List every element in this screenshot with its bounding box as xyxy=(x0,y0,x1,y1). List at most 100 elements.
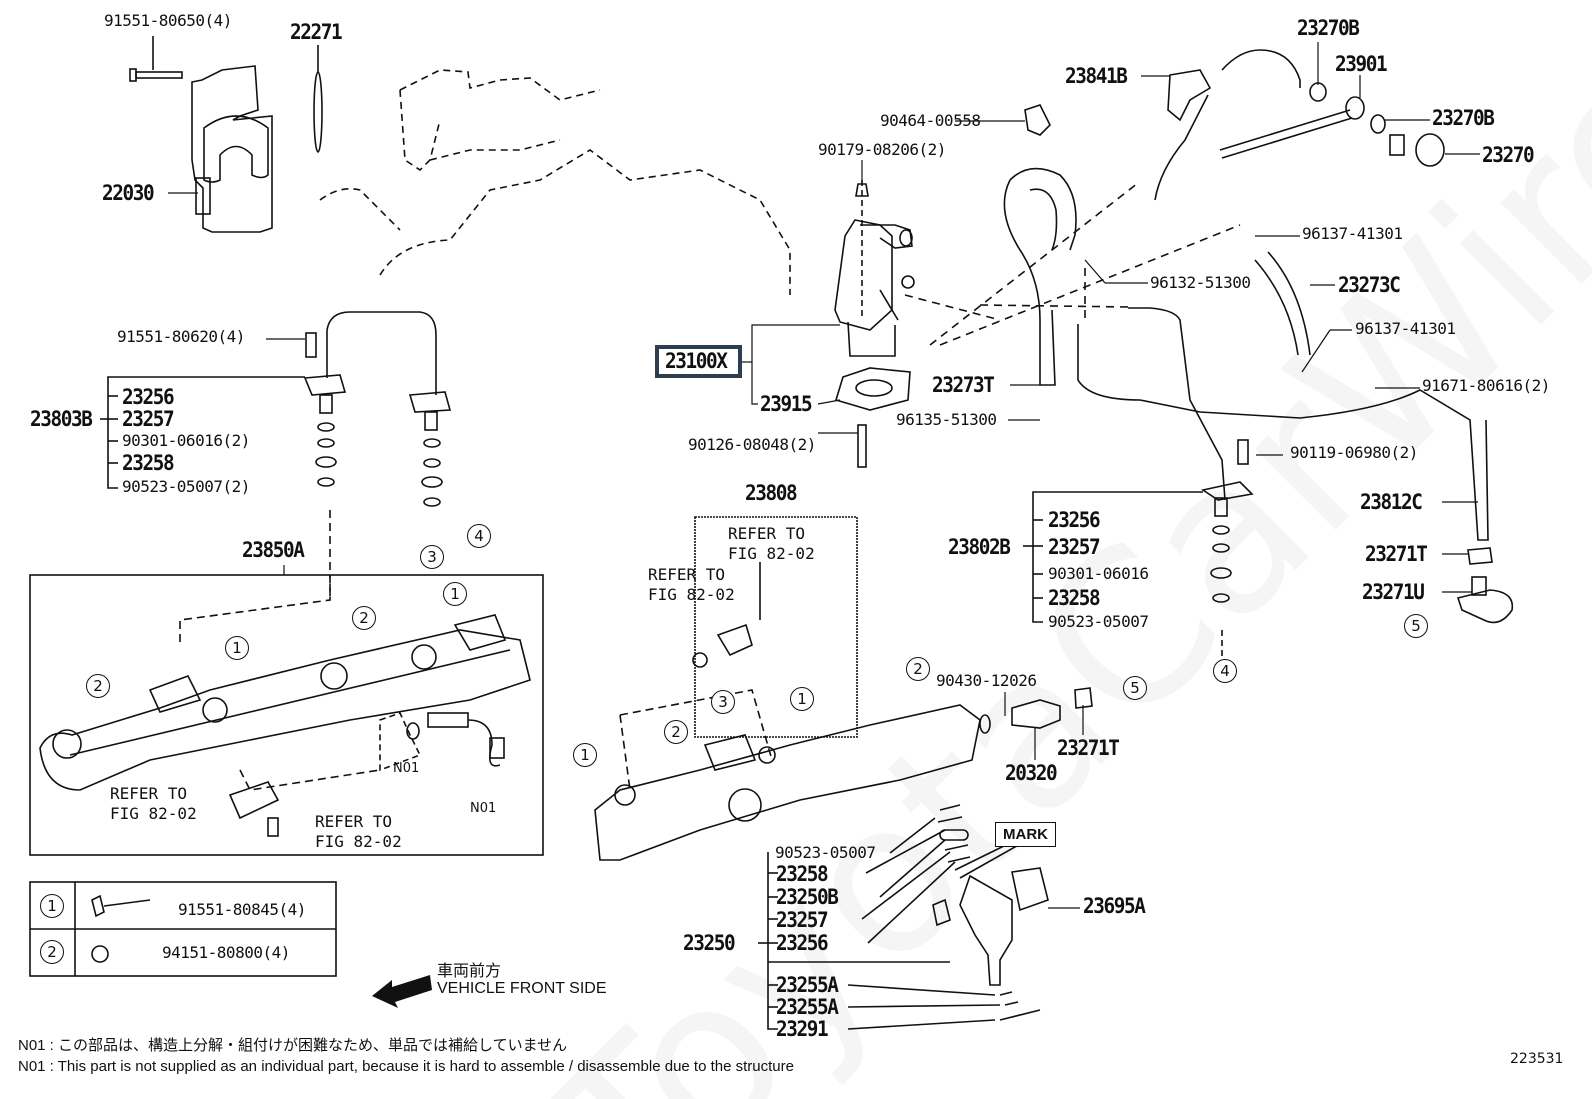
callout-3: 3 xyxy=(711,690,735,714)
label-91551-80620[interactable]: 91551-80620(4) xyxy=(117,327,245,346)
fuel-rail-lower xyxy=(594,689,981,861)
label-23850A[interactable]: 23850A xyxy=(242,538,305,562)
label-90179-08206[interactable]: 90179-08206(2) xyxy=(818,140,946,159)
callout-2: 2 xyxy=(86,674,110,698)
label-90119-06980[interactable]: 90119-06980(2) xyxy=(1290,443,1418,462)
label-20320[interactable]: 20320 xyxy=(1005,761,1058,785)
refer-to-label: REFER TO xyxy=(728,524,806,543)
relation-lines xyxy=(904,182,1241,346)
group-23250-item[interactable]: 23250B xyxy=(776,885,839,909)
label-90126-08048[interactable]: 90126-08048(2) xyxy=(688,435,816,454)
group-23802B-item[interactable]: 90301-06016 xyxy=(1048,564,1149,583)
label-91551-80650[interactable]: 91551-80650(4) xyxy=(104,11,232,30)
group-23250-item[interactable]: 23255A xyxy=(776,995,839,1019)
label-96137-41301-a[interactable]: 96137-41301 xyxy=(1302,224,1403,243)
legend-part-94151-80800[interactable]: 94151-80800(4) xyxy=(162,943,290,962)
label-23273T[interactable]: 23273T xyxy=(932,373,995,397)
callout-4: 4 xyxy=(467,524,491,548)
group-23250-item[interactable]: 90523-05007 xyxy=(775,843,876,862)
refer-fig-link[interactable]: FIG 82-02 xyxy=(648,585,735,604)
note-n01-en: N01 : This part is not supplied as an in… xyxy=(18,1058,794,1075)
oring-90430-12026 xyxy=(979,714,991,734)
mark-label: MARK xyxy=(995,822,1056,847)
group-23803B-item[interactable]: 90301-06016(2) xyxy=(122,431,250,450)
box-23808 xyxy=(694,516,858,738)
label-91671-80616[interactable]: 91671-80616(2) xyxy=(1422,376,1550,395)
clamp-90464-00558 xyxy=(1024,104,1051,136)
label-96137-41301-b[interactable]: 96137-41301 xyxy=(1355,319,1456,338)
legend-table-lines xyxy=(29,881,337,977)
callout-3: 3 xyxy=(420,545,444,569)
label-23271T-low[interactable]: 23271T xyxy=(1057,736,1120,760)
label-96132-51300[interactable]: 96132-51300 xyxy=(1150,273,1251,292)
label-96135-51300[interactable]: 96135-51300 xyxy=(896,410,997,429)
callout-1: 1 xyxy=(443,582,467,606)
label-23270B-top[interactable]: 23270B xyxy=(1297,16,1360,40)
tee-23271U xyxy=(1456,576,1514,624)
figure-id: 223531 xyxy=(1510,1051,1564,1067)
direction-label-en: VEHICLE FRONT SIDE xyxy=(437,980,607,997)
refer-fig-link[interactable]: FIG 82-02 xyxy=(315,832,402,851)
refer-fig-link[interactable]: FIG 82-02 xyxy=(728,544,815,563)
fuel-pipe-23802B xyxy=(1023,439,1254,660)
gasket-23915 xyxy=(834,367,911,411)
label-23100X[interactable]: 23100X xyxy=(665,349,728,373)
group-23803B-item[interactable]: 23257 xyxy=(122,407,175,431)
label-23841B[interactable]: 23841B xyxy=(1065,64,1128,88)
gasket-23270B-mid xyxy=(1370,114,1386,134)
group-23802B-item[interactable]: 23256 xyxy=(1048,508,1101,532)
group-23250-item[interactable]: 23291 xyxy=(776,1017,829,1041)
group-23250-item[interactable]: 23258 xyxy=(776,862,829,886)
label-23695A[interactable]: 23695A xyxy=(1083,894,1146,918)
label-22030[interactable]: 22030 xyxy=(102,181,155,205)
label-23271T-right[interactable]: 23271T xyxy=(1365,542,1428,566)
group-23803B-item[interactable]: 23258 xyxy=(122,451,175,475)
n01-marker: N01 xyxy=(470,801,497,816)
bolt-91551-80650 xyxy=(129,36,183,82)
union-bolt-23270 xyxy=(1389,133,1445,167)
group-23803B-item[interactable]: 23256 xyxy=(122,385,175,409)
group-23802B-item[interactable]: 23257 xyxy=(1048,535,1101,559)
label-23901[interactable]: 23901 xyxy=(1335,52,1388,76)
refer-to-label: REFER TO xyxy=(110,784,188,803)
label-23273C[interactable]: 23273C xyxy=(1338,273,1401,297)
label-23803B[interactable]: 23803B xyxy=(30,407,93,431)
group-23802B-item[interactable]: 90523-05007 xyxy=(1048,612,1149,631)
note-n01-jp: N01 : この部品は、構造上分解・組付けが困難なため、単品では補給していません xyxy=(18,1037,568,1054)
callout-1: 1 xyxy=(225,636,249,660)
label-23915[interactable]: 23915 xyxy=(760,392,813,416)
label-23808[interactable]: 23808 xyxy=(745,481,798,505)
pipe-23812C xyxy=(1077,307,1489,541)
label-23271U[interactable]: 23271U xyxy=(1362,580,1425,604)
label-23802B[interactable]: 23802B xyxy=(948,535,1011,559)
legend-key-1: 1 xyxy=(40,894,64,918)
gasket-22271 xyxy=(313,45,323,153)
direction-label-jp: 車両前方 xyxy=(437,963,502,980)
highlighted-part-box[interactable]: 23100X xyxy=(655,345,742,378)
label-22271[interactable]: 22271 xyxy=(290,20,343,44)
legend-part-91551-80845[interactable]: 91551-80845(4) xyxy=(178,900,306,919)
label-90430-12026[interactable]: 90430-12026 xyxy=(936,671,1037,690)
group-23803B-item[interactable]: 90523-05007(2) xyxy=(122,477,250,496)
label-23270[interactable]: 23270 xyxy=(1482,143,1535,167)
label-90464-00558[interactable]: 90464-00558 xyxy=(880,111,981,130)
bracket-23250 xyxy=(758,817,1001,1030)
clamp-23271T-right xyxy=(1467,547,1493,565)
sensor-bracket xyxy=(692,623,753,668)
label-23250[interactable]: 23250 xyxy=(683,931,736,955)
label-23812C[interactable]: 23812C xyxy=(1360,490,1423,514)
fuel-pipe-23803B xyxy=(303,311,452,600)
clamp-23271T-low xyxy=(1074,687,1093,709)
refer-fig-link[interactable]: FIG 82-02 xyxy=(110,804,197,823)
group-23250-item[interactable]: 23255A xyxy=(776,973,839,997)
fuel-rail-box xyxy=(29,574,544,856)
label-23270B-mid[interactable]: 23270B xyxy=(1432,106,1495,130)
group-23802B-item[interactable]: 23258 xyxy=(1048,586,1101,610)
group-23250-item[interactable]: 23257 xyxy=(776,908,829,932)
fuel-rail-23850A xyxy=(39,575,531,837)
leader-lines xyxy=(168,42,1480,909)
legend-key-2: 2 xyxy=(40,940,64,964)
hose-23273C xyxy=(1254,251,1311,356)
callout-2: 2 xyxy=(664,720,688,744)
group-23250-item[interactable]: 23256 xyxy=(776,931,829,955)
